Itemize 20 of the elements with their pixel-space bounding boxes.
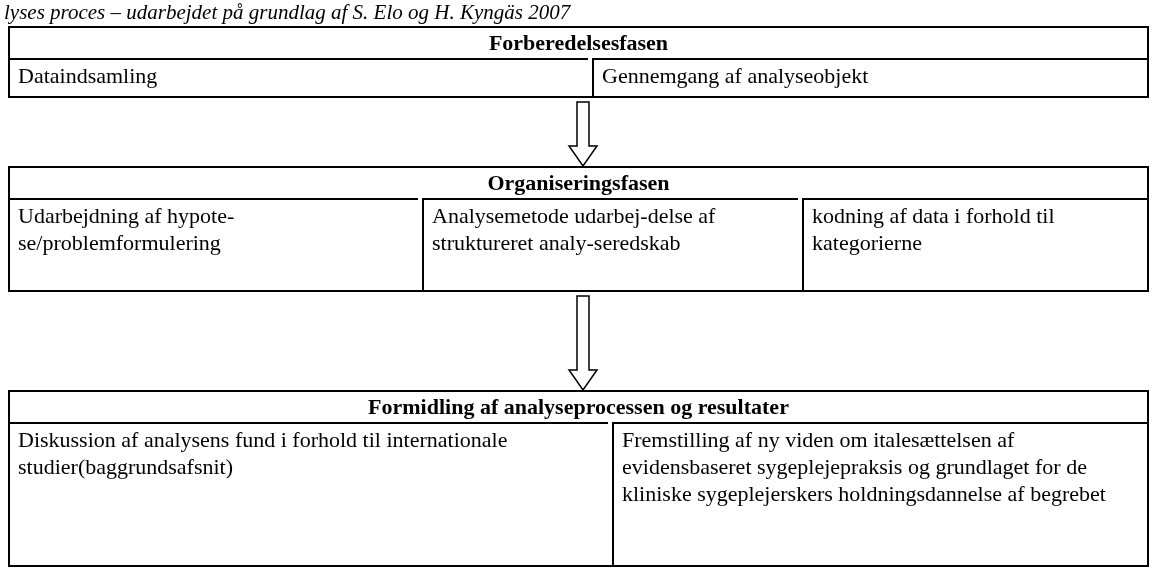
phase-table (8, 166, 1149, 292)
cell-text: Analysemetode udarbej-delse af struktureret analy-seredskab (432, 202, 717, 256)
table-cell (612, 422, 1147, 565)
phase-heading: Forberedelsesfasen (487, 29, 670, 57)
table-cell (422, 198, 798, 290)
cell-text: Diskussion af analysens fund i forhold til internationale studier(baggrundsafsnit) (18, 426, 509, 480)
phase-heading: Organiseringsfasen (486, 169, 671, 197)
phase-table (8, 26, 1149, 98)
phase-heading: Formidling af analyseprocessen og resultater (367, 393, 790, 421)
phase-table (8, 390, 1149, 567)
cell-text: Fremstilling af ny viden om italesættelsen af evidensbaseret sygeplejepraksis og grundlaget for de kliniske sygeplejerskers holdningsdannelse af begrebet (622, 426, 1107, 507)
hollow-arrow (567, 295, 599, 392)
hollow-arrow (567, 101, 599, 168)
table-cell (802, 198, 1147, 290)
cell-text: Dataindsamling (18, 62, 159, 89)
cell-text: Udarbejdning af hypote-se/problemformulering (18, 202, 236, 256)
cell-text: Gennemgang af analyseobjekt (602, 62, 870, 89)
title-text: lyses proces – udarbejdet på grundlag af S. Elo og H. Kyngäs 2007 (4, 0, 571, 24)
cell-text: kodning af data i forhold til kategorierne (812, 202, 1056, 256)
table-cell (592, 58, 1147, 96)
